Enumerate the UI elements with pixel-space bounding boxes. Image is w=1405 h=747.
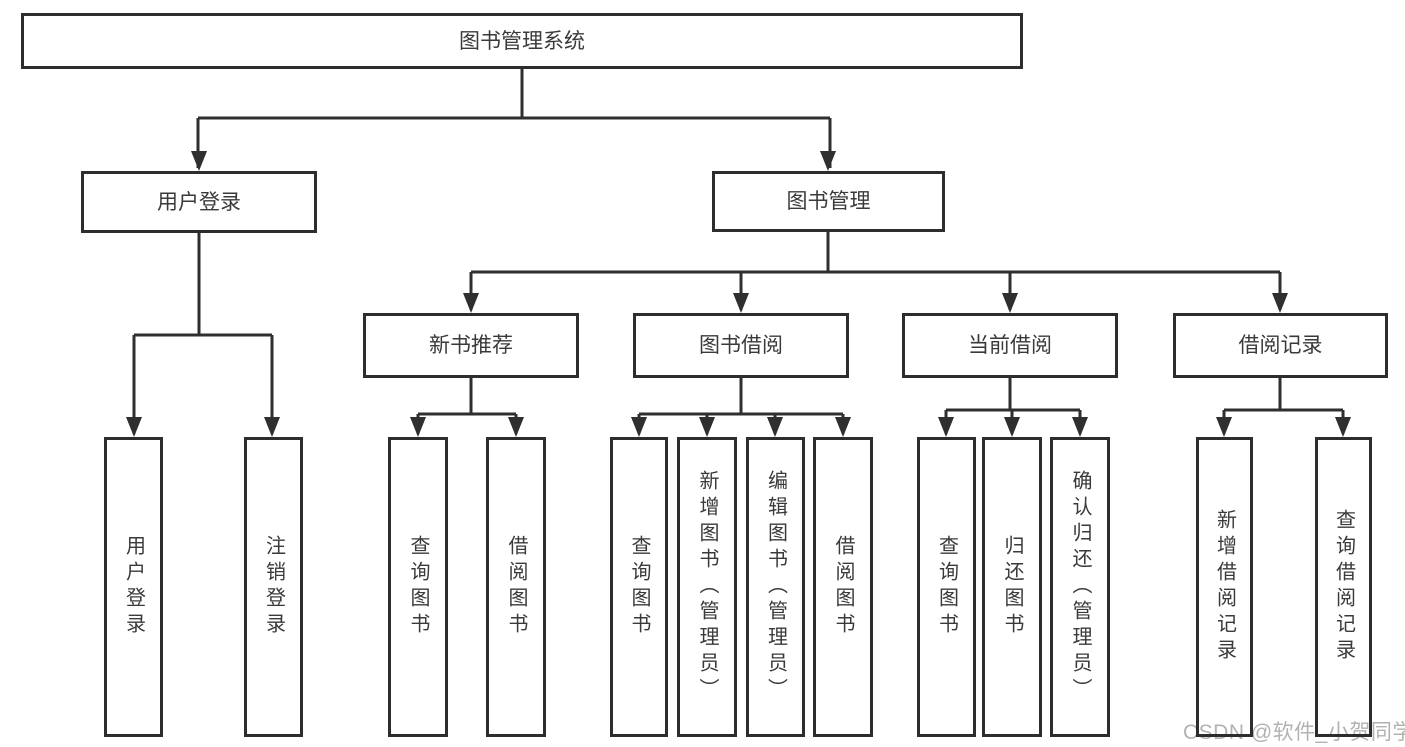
csdn-watermark: CSDN @软件_小贺同学 xyxy=(1183,721,1405,744)
node-user-login: 用户登录 xyxy=(81,171,317,233)
leaf-query-books-recommend: 查询图书 xyxy=(388,437,448,737)
leaf-query-books-current: 查询图书 xyxy=(917,437,976,737)
node-new-book-recommend: 新书推荐 xyxy=(363,313,579,378)
leaf-borrow-books-recommend: 借阅图书 xyxy=(486,437,546,737)
leaf-edit-books-admin: 编辑图书（管理员） xyxy=(746,437,805,737)
leaf-add-books-admin: 新增图书（管理员） xyxy=(677,437,737,737)
node-book-management: 图书管理 xyxy=(712,171,945,232)
node-current-borrowing: 当前借阅 xyxy=(902,313,1118,378)
leaf-query-books-borrowing: 查询图书 xyxy=(610,437,668,737)
leaf-logout: 注销登录 xyxy=(244,437,303,737)
leaf-borrow-books: 借阅图书 xyxy=(813,437,873,737)
node-root-system: 图书管理系统 xyxy=(21,13,1023,69)
leaf-query-borrow-record: 查询借阅记录 xyxy=(1315,437,1372,737)
node-book-borrowing: 图书借阅 xyxy=(633,313,849,378)
leaf-user-login: 用户登录 xyxy=(104,437,163,737)
arrowhead-icons xyxy=(126,151,1351,437)
node-borrowing-records: 借阅记录 xyxy=(1173,313,1388,378)
leaf-return-books: 归还图书 xyxy=(982,437,1042,737)
leaf-add-borrow-record: 新增借阅记录 xyxy=(1196,437,1253,737)
leaf-confirm-return-admin: 确认归还（管理员） xyxy=(1050,437,1110,737)
